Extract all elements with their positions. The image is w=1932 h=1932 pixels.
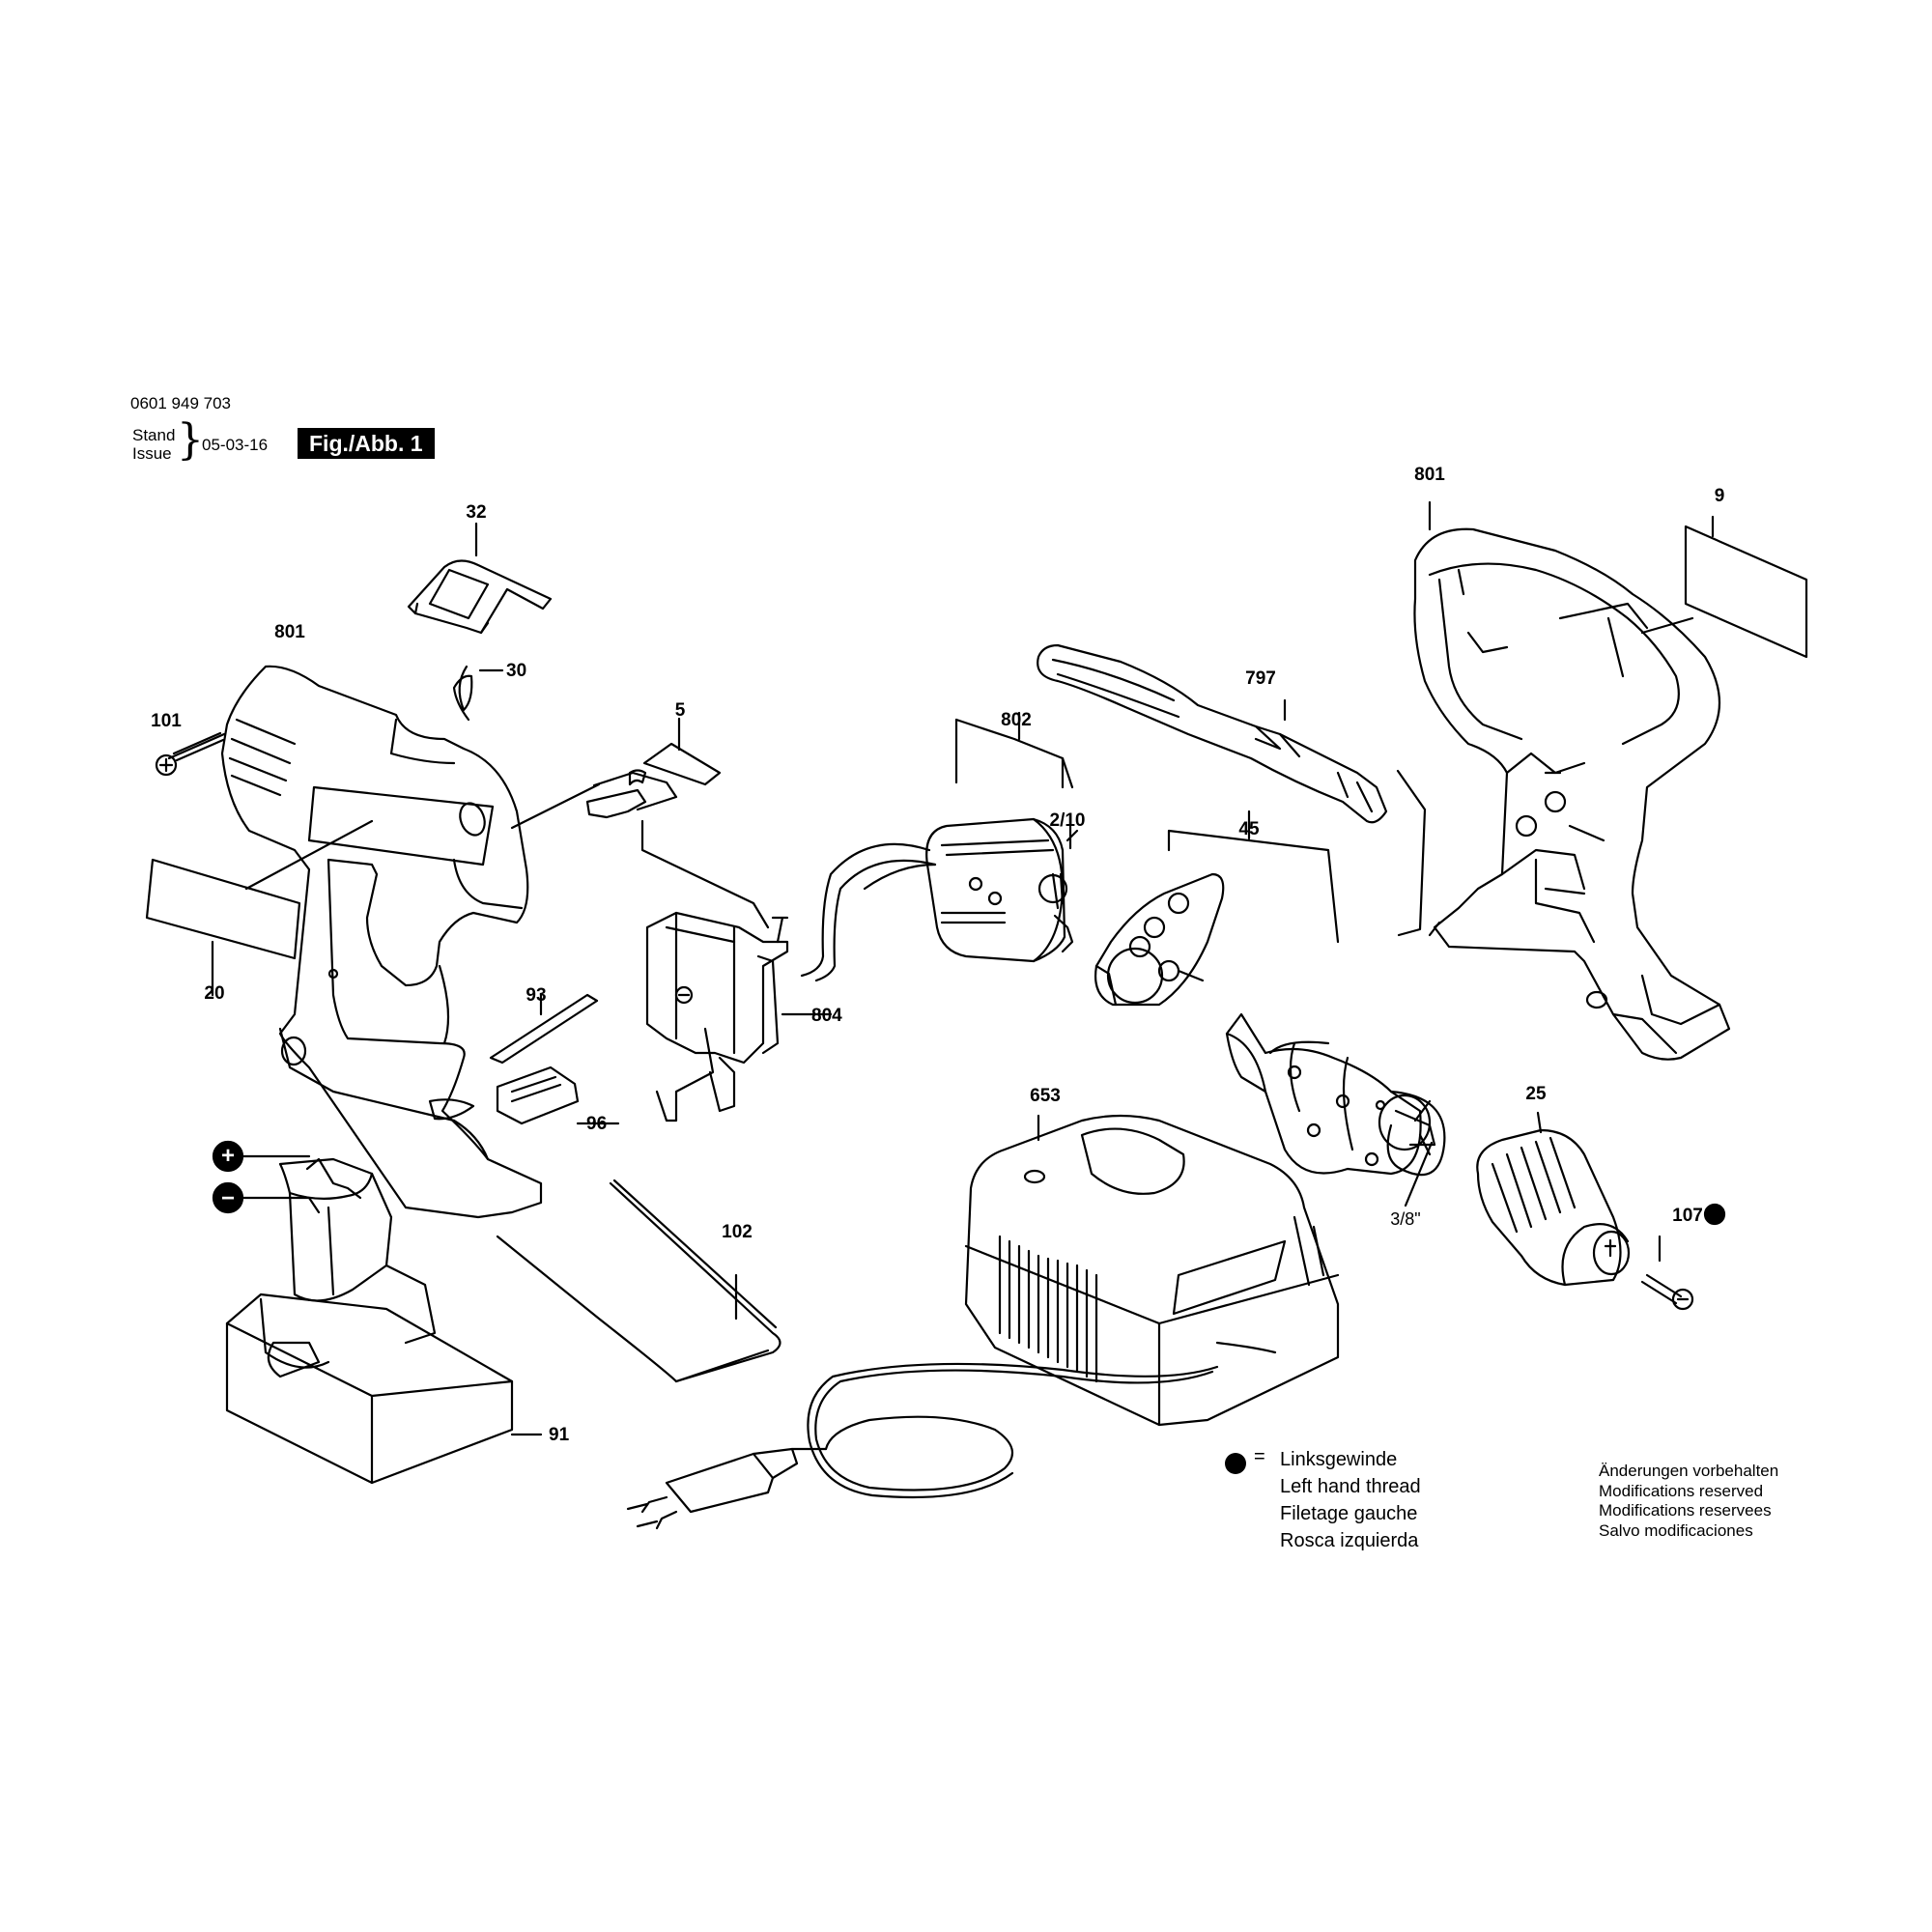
battery-terminal-markers <box>212 1140 321 1214</box>
bit-93-drawing <box>489 993 599 1065</box>
right-housing-drawing <box>1413 500 1731 1061</box>
left-housing-drawing <box>220 665 543 1219</box>
label-25: 25 <box>1525 1084 1547 1104</box>
legend-dot-icon <box>1225 1453 1246 1474</box>
legend-left-hand-thread: Linksgewinde Left hand thread Filetage g… <box>1280 1446 1421 1554</box>
label-2-10: 2/10 <box>1050 810 1086 831</box>
mods-line-fr: Modifications reservees <box>1599 1501 1772 1520</box>
label-801-right: 801 <box>1414 465 1445 485</box>
mods-line-es: Salvo modificaciones <box>1599 1520 1753 1540</box>
stand-issue-label: Stand Issue <box>132 426 175 463</box>
label-plate-9-drawing <box>1640 515 1808 659</box>
label-107: 107 <box>1672 1206 1703 1226</box>
slider-5-drawing <box>510 717 770 929</box>
label-101: 101 <box>151 711 182 731</box>
modifications-note: Änderungen vorbehalten Modifications res… <box>1599 1462 1778 1541</box>
label-32: 32 <box>466 502 486 523</box>
gear-plate-45-drawing <box>1094 872 1225 1007</box>
stand-label: Stand <box>132 426 176 444</box>
label-plate-20-drawing <box>145 819 374 997</box>
mods-line-de: Änderungen vorbehalten <box>1599 1462 1779 1480</box>
label-93: 93 <box>526 985 546 1006</box>
screw-107-drawing <box>1640 1235 1694 1311</box>
label-45: 45 <box>1238 819 1260 839</box>
label-91: 91 <box>549 1425 570 1445</box>
legend-line-fr: Filetage gauche <box>1280 1503 1418 1524</box>
issue-date: 05-03-16 <box>202 436 269 454</box>
label-804: 804 <box>811 1006 842 1026</box>
label-30: 30 <box>506 661 526 681</box>
charger-cable-plug-drawing <box>626 1362 1219 1530</box>
left-thread-marker <box>1703 1203 1726 1226</box>
battery-91-drawing <box>225 1157 543 1485</box>
cover-32-drawing <box>407 522 553 635</box>
wire-clip-102-drawing <box>496 1179 781 1383</box>
spring-clip-30-drawing <box>452 665 504 722</box>
belt-797-drawing <box>1037 643 1427 937</box>
motor-802-drawing <box>800 711 1079 982</box>
label-802: 802 <box>1001 710 1032 730</box>
label-thread-size: 3/8" <box>1390 1209 1420 1229</box>
label-9: 9 <box>1715 486 1725 506</box>
label-96: 96 <box>586 1114 607 1134</box>
label-801-left: 801 <box>274 622 305 642</box>
screw-101-drawing <box>155 731 226 777</box>
label-797: 797 <box>1245 668 1276 689</box>
minus-sign: − <box>221 1185 235 1211</box>
chuck-25-drawing <box>1476 1111 1631 1287</box>
switch-804-drawing <box>645 911 833 1122</box>
legend-line-en: Left hand thread <box>1280 1476 1421 1497</box>
figure-badge: Fig./Abb. 1 <box>298 428 435 459</box>
label-20: 20 <box>204 983 224 1004</box>
brace-glyph: } <box>177 415 204 465</box>
gearbox-45-drawing <box>1167 810 1446 1208</box>
mods-line-en: Modifications reserved <box>1599 1481 1764 1500</box>
label-102: 102 <box>722 1222 753 1242</box>
charger-653-drawing <box>964 1114 1340 1427</box>
issue-label: Issue <box>132 444 172 463</box>
plus-sign: + <box>221 1143 235 1169</box>
label-653: 653 <box>1030 1086 1061 1106</box>
document-number: 0601 949 703 <box>130 394 231 412</box>
label-5: 5 <box>675 700 686 721</box>
legend-line-de: Linksgewinde <box>1280 1449 1398 1470</box>
legend-line-es: Rosca izquierda <box>1280 1530 1419 1551</box>
legend-equals: = <box>1254 1446 1265 1467</box>
bit-holder-96-drawing <box>496 1065 620 1125</box>
